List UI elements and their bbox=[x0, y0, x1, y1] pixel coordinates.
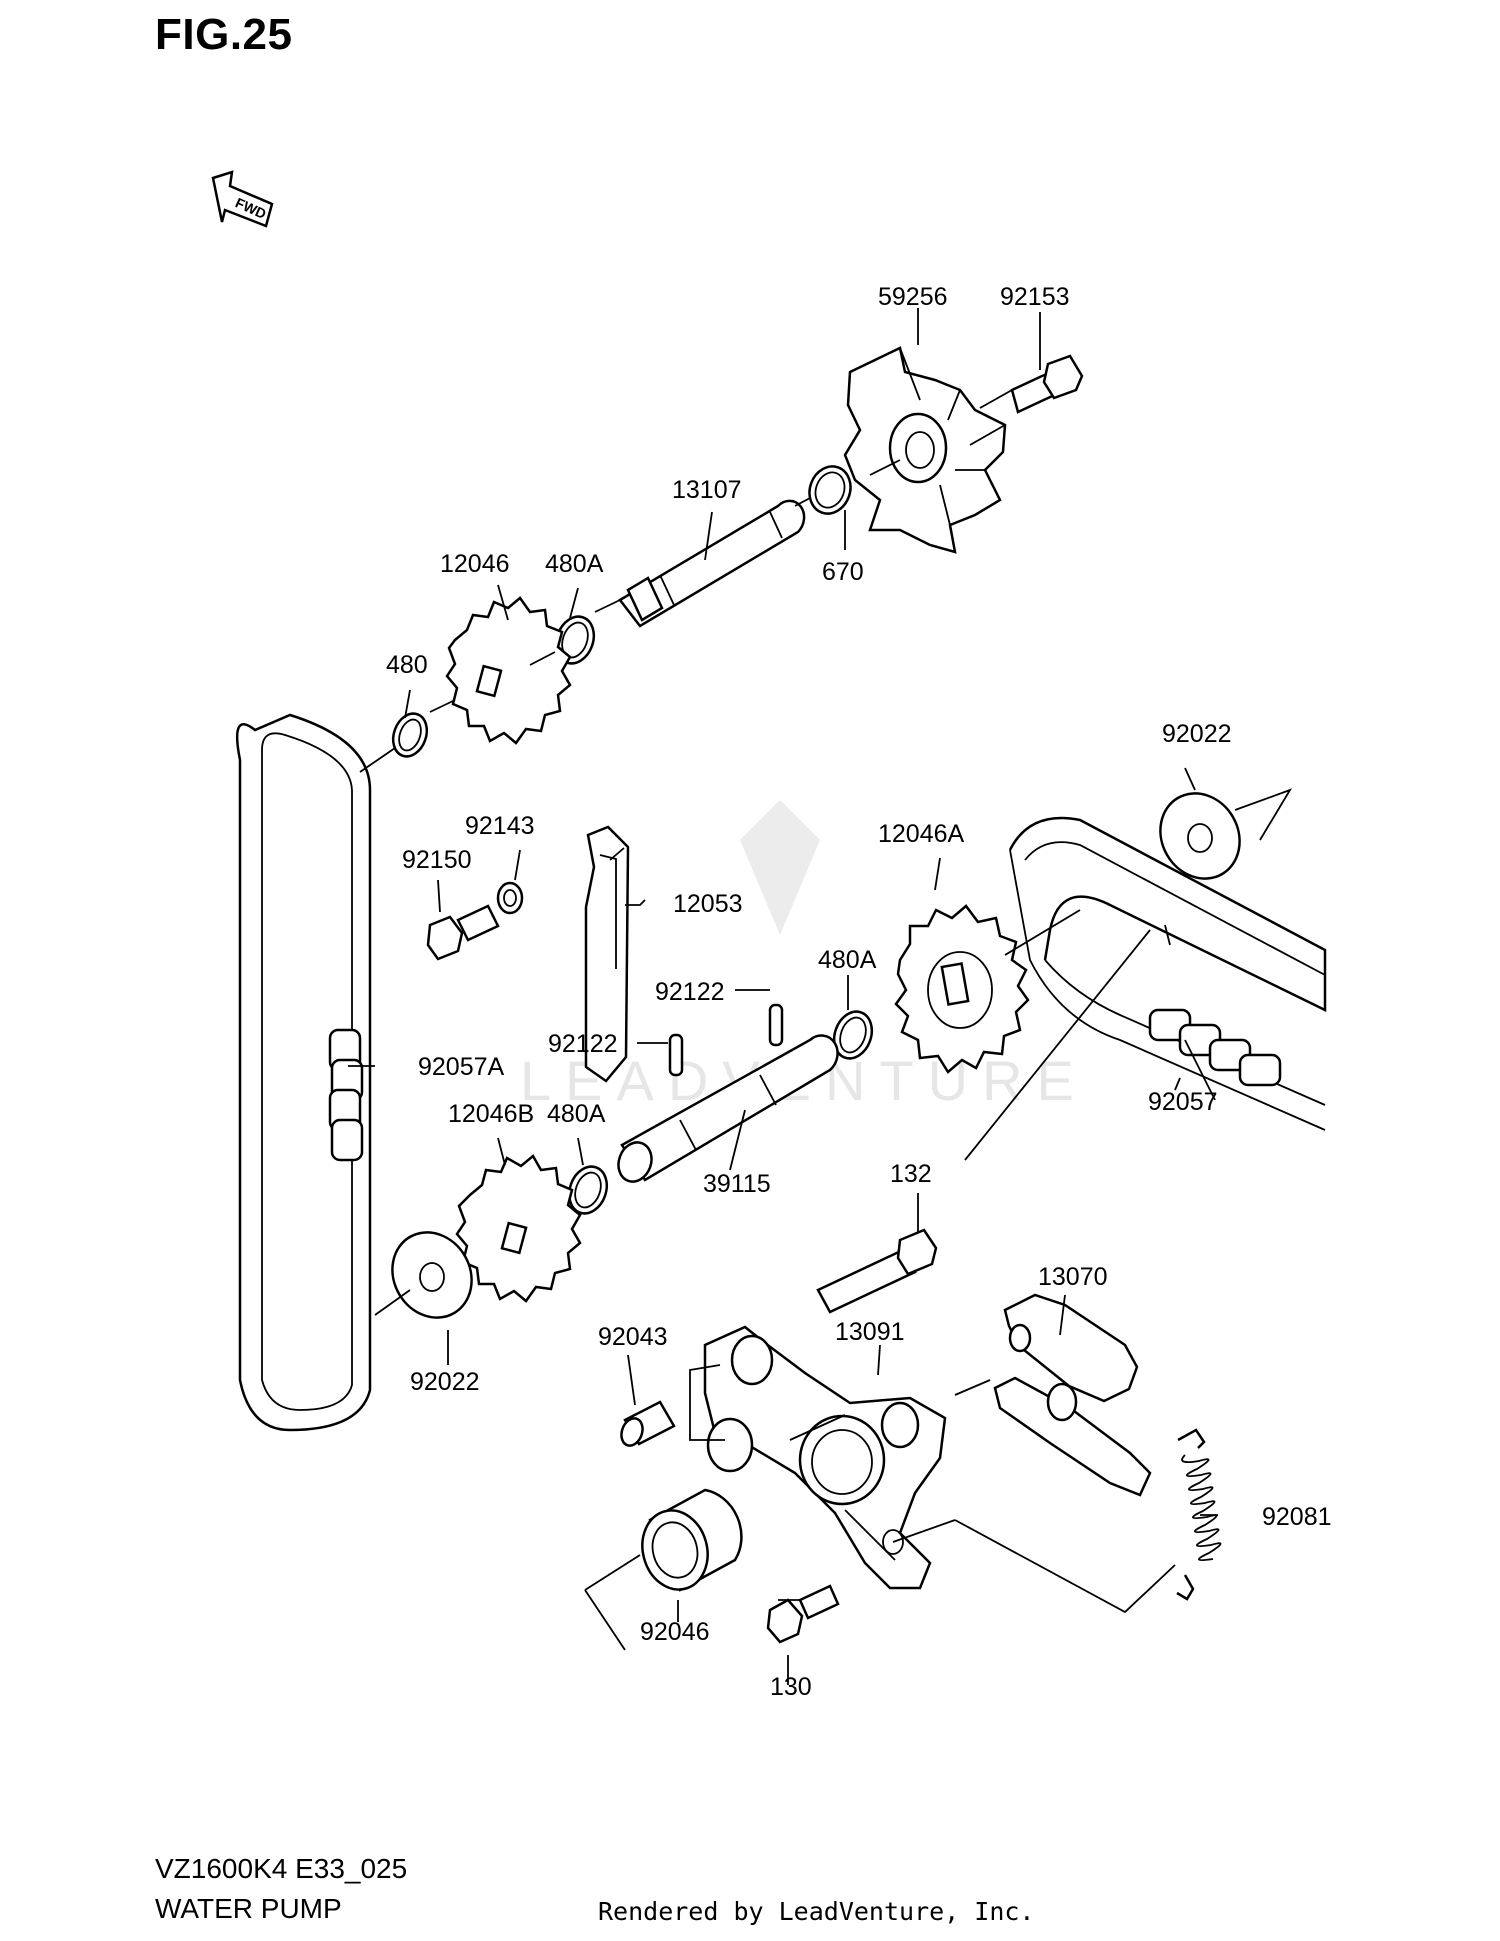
bolt-132 bbox=[816, 1228, 938, 1314]
spring-92081 bbox=[1176, 1428, 1222, 1601]
callout-132: 132 bbox=[890, 1160, 932, 1188]
circlip-480a-low bbox=[567, 1165, 609, 1215]
callout-92122-upper: 92122 bbox=[655, 978, 725, 1006]
callout-92046: 92046 bbox=[640, 1618, 710, 1646]
callout-92150: 92150 bbox=[402, 846, 472, 874]
collar-92143 bbox=[496, 881, 524, 915]
callout-92022-right: 92022 bbox=[1162, 720, 1232, 748]
impeller-59256 bbox=[843, 346, 1007, 554]
bolt-130 bbox=[766, 1584, 840, 1644]
figure-title: FIG.25 bbox=[155, 10, 293, 59]
chain-92057a bbox=[235, 713, 372, 1432]
callout-92153: 92153 bbox=[1000, 283, 1070, 311]
dowel-pin-92043 bbox=[620, 1400, 676, 1447]
tensioner-13070 bbox=[993, 1293, 1152, 1497]
callout-12053: 12053 bbox=[673, 890, 743, 918]
shaft-39115 bbox=[617, 1034, 839, 1183]
model-code: VZ1600K4 E33_025 bbox=[155, 1853, 408, 1884]
callout-130: 130 bbox=[770, 1673, 812, 1701]
circlip-480 bbox=[391, 712, 429, 758]
chain-links-right bbox=[1148, 1008, 1282, 1087]
washer-92022-left bbox=[391, 1231, 473, 1319]
chain-links bbox=[328, 1028, 364, 1162]
sprocket-12046 bbox=[445, 596, 572, 745]
callout-92143: 92143 bbox=[465, 812, 535, 840]
o-ring-670 bbox=[808, 465, 852, 515]
pin-92122-lower bbox=[668, 1033, 684, 1077]
callout-480a-mid: 480A bbox=[818, 946, 877, 974]
callout-92081: 92081 bbox=[1262, 1503, 1332, 1531]
callout-39115: 39115 bbox=[703, 1170, 771, 1198]
callout-92122-lower: 92122 bbox=[548, 1030, 618, 1058]
callout-12046: 12046 bbox=[440, 550, 510, 578]
callout-12046b: 12046B bbox=[448, 1100, 534, 1128]
sprocket-12046a bbox=[894, 904, 1030, 1074]
callout-92022-left: 92022 bbox=[410, 1368, 480, 1396]
callout-92057a: 92057A bbox=[418, 1053, 505, 1081]
callout-480: 480 bbox=[386, 651, 428, 679]
section-name: WATER PUMP bbox=[155, 1893, 342, 1924]
callout-59256: 59256 bbox=[878, 283, 948, 311]
callout-92043: 92043 bbox=[598, 1323, 668, 1351]
pin-92122-upper bbox=[768, 1003, 784, 1047]
washer-92022-right bbox=[1159, 792, 1241, 880]
tensioner-arm-13091 bbox=[703, 1325, 947, 1590]
callout-670: 670 bbox=[822, 558, 864, 586]
callout-13091: 13091 bbox=[835, 1318, 905, 1346]
callout-13107: 13107 bbox=[672, 476, 742, 504]
callout-480a-top: 480A bbox=[545, 550, 604, 578]
bolt-92153 bbox=[1010, 354, 1084, 414]
callout-labels: 59256 92153 13107 670 12046 480A 480 920… bbox=[386, 283, 1332, 1701]
fwd-arrow-icon: FWD bbox=[211, 170, 274, 228]
circlip-480a-mid bbox=[832, 1010, 874, 1060]
callout-480a-low: 480A bbox=[547, 1100, 606, 1128]
needle-bearing-92046 bbox=[641, 1488, 743, 1592]
callout-13070: 13070 bbox=[1038, 1263, 1108, 1291]
chain-92057 bbox=[1008, 816, 1327, 1131]
callout-12046a: 12046A bbox=[878, 820, 965, 848]
chain-guide-12053 bbox=[584, 825, 630, 1083]
callout-92057: 92057 bbox=[1148, 1088, 1218, 1116]
leader-lines bbox=[348, 308, 1293, 1685]
bolt-92150 bbox=[426, 904, 500, 961]
sprocket-12046b bbox=[455, 1154, 582, 1303]
render-credit: Rendered by LeadVenture, Inc. bbox=[598, 1897, 1035, 1926]
shaft-13107 bbox=[618, 499, 806, 628]
